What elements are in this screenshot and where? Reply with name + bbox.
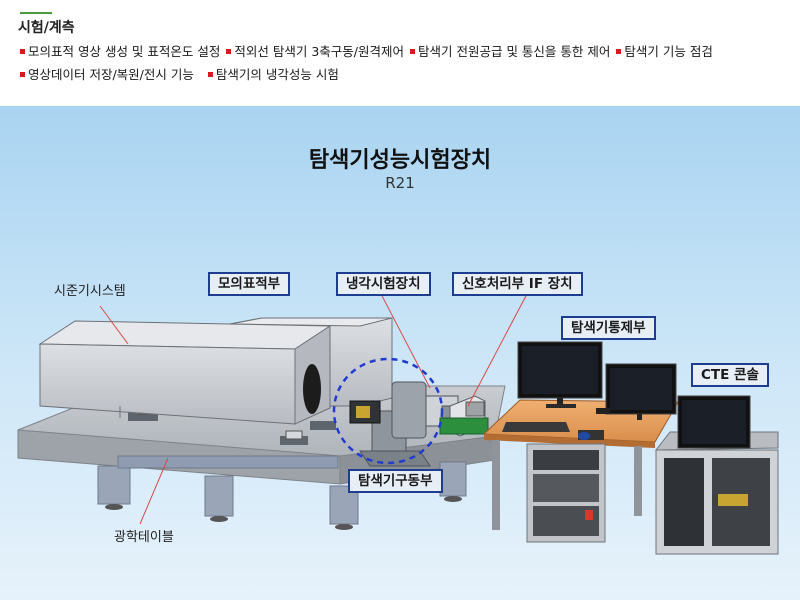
bullet-text: 모의표적 영상 생성 및 표적온도 설정 [28,44,221,59]
control-desk [482,341,679,543]
bullet-square-icon [226,49,232,54]
tag-seeker-drive: 탐색기구동부 [348,469,443,493]
diagram-title: 탐색기성능시험장치 [308,148,492,173]
bullet-square-icon [410,49,415,54]
section-title: 시험/계측 [18,20,75,36]
tag-signal-processing-if: 신호처리부 IF 장치 [452,272,583,296]
bullet-item: 탐색기 전원공급 및 통신을 통한 제어 [410,40,610,63]
bullet-item: 탐색기 기능 점검 [616,40,713,63]
leader-line [467,291,529,407]
bullet-text: 탐색기의 냉각성능 시험 [215,67,339,82]
bullet-text: 영상데이터 저장/복원/전시 기능 [28,67,194,82]
cte-console [654,395,779,555]
bullet-square-icon [207,72,213,77]
header-accent-line [20,12,52,14]
seeker-highlight-circle [332,357,444,465]
bullet-item: 적외선 탐색기 3축구동/원격제어 [226,40,404,63]
bullet-square-icon [20,72,25,77]
leader-line [139,457,169,525]
bullet-item: 영상데이터 저장/복원/전시 기능 [20,63,194,86]
bullet-item: 탐색기의 냉각성능 시험 [207,63,339,86]
tag-cte-console: CTE 콘솔 [691,363,769,387]
tag-seeker-control: 탐색기통제부 [561,316,656,340]
tag-cooling-test-device: 냉각시험장치 [336,272,431,296]
tag-target-simulator: 모의표적부 [208,272,291,296]
bullet-square-icon [20,49,25,54]
diagram-panel: 탐색기성능시험장치 R21 [0,106,800,600]
bullet-item: 모의표적 영상 생성 및 표적온도 설정 [20,40,220,63]
equipment-illustration [17,291,779,555]
label-collimator-system: 시준기시스템 [54,284,126,299]
collimator-system [38,317,393,425]
leader-line [379,291,431,389]
bullet-square-icon [616,49,622,54]
signal-processing-if-unit [439,395,489,437]
bullet-text: 탐색기 기능 점검 [624,44,713,59]
diagram-subtitle: R21 [385,174,415,192]
bullet-text: 탐색기 전원공급 및 통신을 통한 제어 [418,44,611,59]
label-optical-table: 광학테이블 [114,530,174,545]
bullet-text: 적외선 탐색기 3축구동/원격제어 [234,44,404,59]
leader-line [99,305,129,345]
